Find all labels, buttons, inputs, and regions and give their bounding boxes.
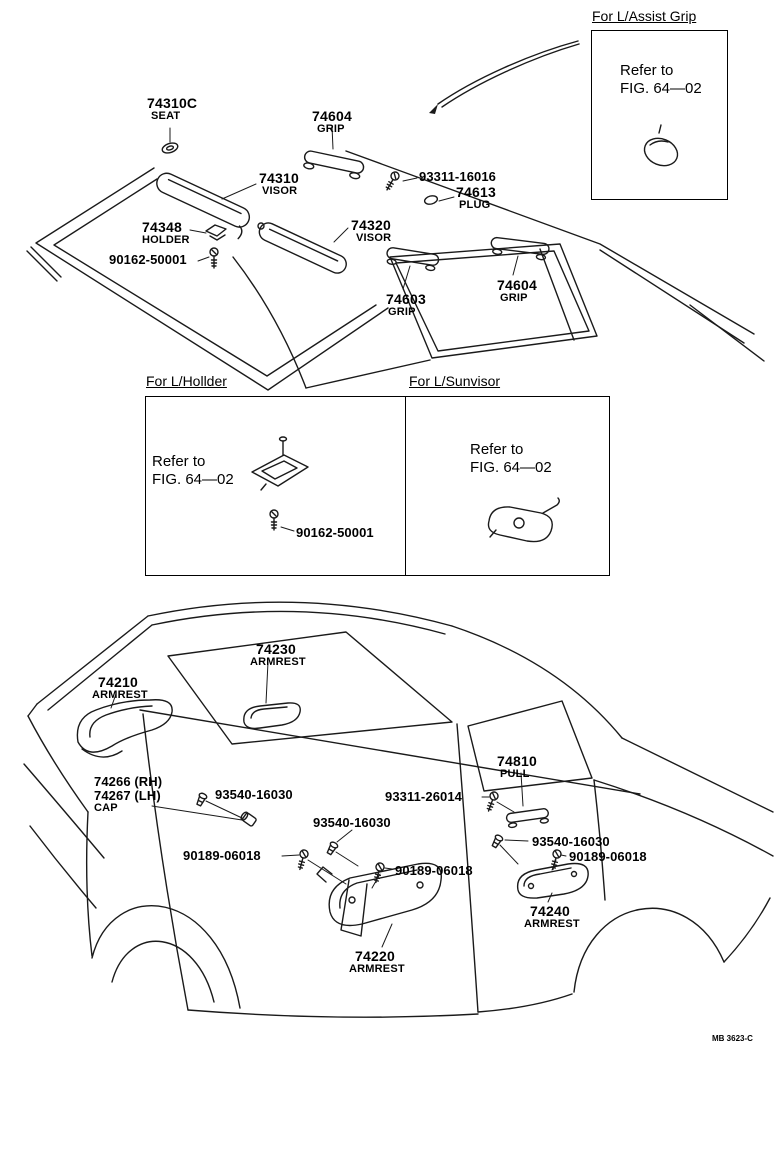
part-number-93311-26014: 93311-26014 [385,789,463,804]
seat-74310c-drawing [161,142,179,154]
part-name-holder: HOLDER [142,234,190,246]
assist-grip-74604-top-drawing [303,150,365,180]
part-name-visor-rear: VISOR [356,232,392,244]
armrest-74210-drawing [76,699,173,758]
part-name-grip-center: GRIP [388,306,416,318]
part-number-74266-rh: 74266 (RH) [94,774,163,789]
part-name-visor-front: VISOR [262,185,298,197]
sunvisor-refer-line1: Refer to [470,441,524,458]
assist-grip-inset-box [591,30,728,200]
part-name-grip-top: GRIP [317,123,345,135]
sunvisor-74320-drawing [257,222,347,274]
part-name-cap: CAP [94,802,118,814]
part-name-armrest-74240: ARMREST [524,918,580,930]
holder-sunvisor-inset-box [145,396,610,576]
part-number-74348: 74348 [142,219,182,235]
screw-90189-front-l-drawing [295,848,310,872]
assist-grip-refer-line2: FIG. 64—02 [620,80,702,97]
part-name-plug: PLUG [459,199,491,211]
part-number-74810: 74810 [497,753,537,769]
part-name-seat: SEAT [151,110,181,122]
part-number-74210: 74210 [98,674,138,690]
part-number-90189-06018-front-l: 90189-06018 [183,848,261,863]
rear-window-drawing [389,243,598,359]
windshield-drawing [26,167,389,391]
part-number-90189-06018-rear: 90189-06018 [569,849,647,864]
armrest-74240-drawing [516,862,589,899]
part-number-90189-06018-front-r: 90189-06018 [395,863,473,878]
sunvisor-holder-inset-drawing [487,497,560,543]
part-number-74220: 74220 [355,948,395,964]
clip-93540-cap-drawing [194,791,209,808]
cap-74266-drawing [240,811,257,827]
screw-90162-50001-drawing [209,247,219,269]
part-number-90162-50001: 90162-50001 [109,252,187,267]
part-name-armrest-74230: ARMREST [250,656,306,668]
screw-93311-16016-drawing [382,169,402,193]
part-number-93540-16030-cap: 93540-16030 [215,787,293,802]
part-number-74267-lh: 74267 (LH) [94,788,161,803]
inset-title-assist-grip: For L/Assist Grip [592,8,697,24]
assist-grip-cap-drawing [643,124,679,167]
inset-box-divider [405,396,406,576]
armrest-74230-drawing [243,702,301,730]
sunvisor-refer-line2: FIG. 64—02 [470,459,552,476]
part-number-93540-16030-front: 93540-16030 [313,815,391,830]
holder-refer-line2: FIG. 64—02 [152,471,234,488]
part-number-74603: 74603 [386,291,426,307]
part-number-74230: 74230 [256,641,296,657]
leader-lines [110,125,567,948]
plug-74613-drawing [423,195,439,205]
roofline-drawing [345,150,765,362]
part-number-93540-16030-rear: 93540-16030 [532,834,610,849]
assist-grip-74603-drawing [386,247,440,272]
inset-title-holder: For L/Hollder [146,373,227,389]
part-name-pull: PULL [500,768,530,780]
part-number-74604-rear: 74604 [497,277,537,293]
roof-molding-drawing [429,40,580,114]
inset-title-sunvisor: For L/Sunvisor [409,373,501,389]
part-name-armrest-74210: ARMREST [92,689,148,701]
dash-line-drawing [232,256,431,389]
part-number-74613: 74613 [456,184,496,200]
part-number-74310: 74310 [259,170,299,186]
part-number-90162-50001-inset: 90162-50001 [296,525,374,540]
armrest-74220-drawing [316,862,442,937]
part-name-armrest-74220: ARMREST [349,963,405,975]
sunvisor-74310-drawing [156,172,251,240]
part-name-grip-rear: GRIP [500,292,528,304]
holder-refer-line1: Refer to [152,453,206,470]
holder-inset-drawing [251,436,309,491]
doc-code: MB 3623-C [712,1034,753,1043]
clip-93540-front-drawing [324,840,340,857]
car-body-drawing [23,601,774,1018]
pull-handle-74810-drawing [505,808,549,829]
part-number-74320: 74320 [351,217,391,233]
part-number-74310c: 74310C [147,95,198,111]
part-number-74604-top: 74604 [312,108,352,124]
part-number-93311-16016: 93311-16016 [419,169,497,184]
holder-74348-drawing [205,224,227,241]
assist-grip-refer-line1: Refer to [620,62,674,79]
part-number-74240: 74240 [530,903,570,919]
